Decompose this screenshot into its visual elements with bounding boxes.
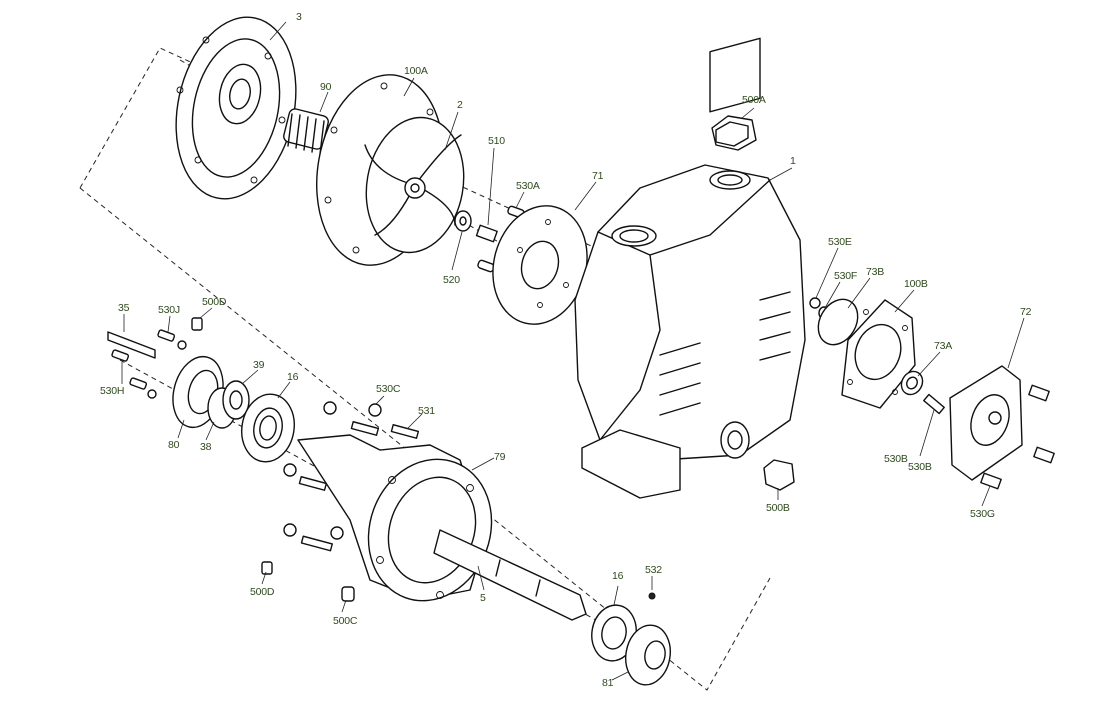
part-35-key [107, 331, 156, 359]
part-72-bearing-cover [949, 365, 1055, 490]
part-39-lockwasher [222, 380, 250, 420]
part-500D-grease-fitting-top [191, 317, 203, 331]
label-500D-bottom: 500D [250, 586, 275, 598]
part-500D-grease-fitting-bottom [261, 561, 273, 575]
part-71-wear-plate [492, 205, 588, 325]
label-500C: 500C [333, 615, 358, 627]
part-100B-cover-plate [841, 299, 916, 409]
label-530E: 530E [828, 236, 852, 248]
label-2: 2 [457, 99, 463, 111]
label-5: 5 [480, 592, 486, 604]
label-73B: 73B [866, 266, 884, 278]
label-72: 72 [1020, 306, 1032, 318]
part-3-seal-plate [175, 16, 297, 200]
part-2-impeller [364, 116, 465, 254]
label-71: 71 [592, 170, 604, 182]
part-520-washer [454, 210, 472, 232]
part-510-impeller-bolt [475, 224, 498, 243]
part-500C-plug [341, 586, 355, 602]
part-530H-screws [111, 349, 157, 399]
label-532: 532 [645, 564, 662, 576]
label-1: 1 [790, 155, 796, 167]
label-530B-b: 530B [908, 461, 932, 473]
part-532-grease-fitting [648, 592, 656, 600]
part-73A-o-ring [900, 370, 924, 396]
label-530H: 530H [100, 385, 124, 397]
part-16-bearing-left [241, 393, 295, 463]
leader-lines [121, 21, 1025, 681]
label-530C-top: 530C [376, 383, 401, 395]
label-510: 510 [488, 135, 505, 147]
label-73A: 73A [934, 340, 952, 352]
part-531-studs [298, 421, 420, 552]
part-500A-fill-plug [711, 115, 757, 151]
label-79: 79 [494, 451, 506, 463]
label-81: 81 [602, 677, 614, 689]
label-39: 39 [253, 359, 265, 371]
label-530F: 530F [834, 270, 857, 282]
callout-labels: 3 90 100A 2 510 530A 71 500A 1 520 530E … [100, 11, 1032, 689]
label-530J: 530J [158, 304, 180, 316]
part-5-shaft [433, 529, 587, 621]
label-530A: 530A [516, 180, 540, 192]
part-530B-bolt [923, 393, 945, 415]
part-500B-drain-plug [763, 459, 795, 491]
part-73B-gasket [817, 298, 859, 346]
label-500A: 500A [742, 94, 766, 106]
label-35: 35 [118, 302, 130, 314]
label-16-left: 16 [287, 371, 299, 383]
label-530B-a: 530B [884, 453, 908, 465]
part-1-pump-casing [574, 37, 806, 499]
label-3: 3 [296, 11, 302, 23]
part-81-bearing-cap [625, 624, 671, 686]
assembly-boundary-lower [79, 187, 771, 691]
part-530J-screw [157, 329, 187, 350]
label-530G: 530G [970, 508, 995, 520]
part-79-bearing-bracket [297, 434, 493, 602]
label-100B: 100B [904, 278, 928, 290]
label-16-right: 16 [612, 570, 624, 582]
part-530C-nuts [283, 401, 382, 540]
label-520: 520 [443, 274, 460, 286]
label-80: 80 [168, 439, 180, 451]
label-531: 531 [418, 405, 435, 417]
label-500D-top: 500D [202, 296, 227, 308]
part-530E-nut [809, 297, 821, 309]
label-38: 38 [200, 441, 212, 453]
label-100A: 100A [404, 65, 428, 77]
label-500B: 500B [766, 502, 790, 514]
label-90: 90 [320, 81, 332, 93]
